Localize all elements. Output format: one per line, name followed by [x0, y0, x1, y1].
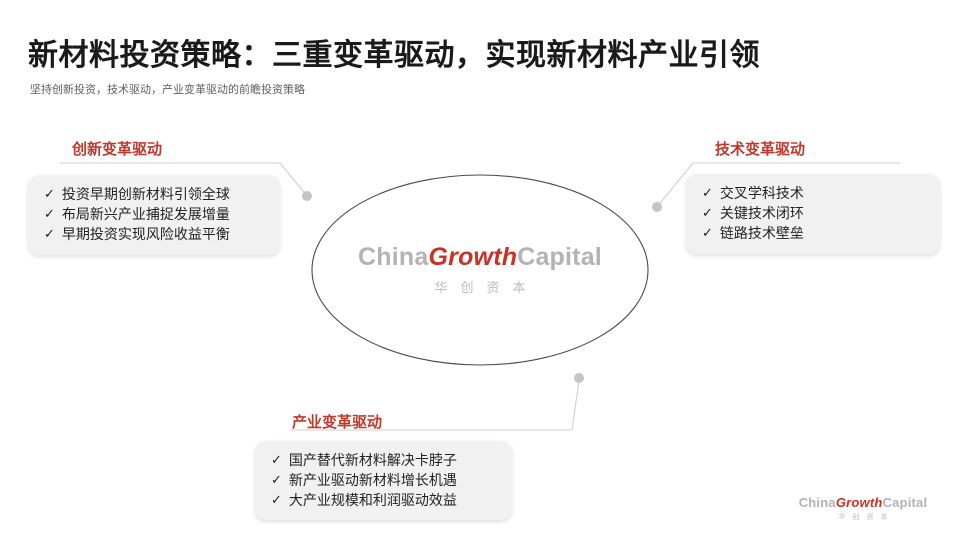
card-technology[interactable]: ✓ 交叉学科技术 ✓ 关键技术闭环 ✓ 链路技术壁垒: [686, 174, 940, 254]
list-item-label: 投资早期创新材料引领全球: [61, 186, 230, 202]
page-subtitle: 坚持创新投资，技术驱动，产业变革驱动的前瞻投资策略: [30, 84, 305, 96]
page-title: 新材料投资策略：三重变革驱动，实现新材料产业引领: [28, 39, 760, 72]
center-logo: ChinaGrowthCapital 华创资本: [340, 243, 620, 296]
list-item: ✓ 投资早期创新材料引领全球: [44, 184, 266, 204]
list-item: ✓ 链路技术壁垒: [702, 223, 926, 243]
list-item-label: 布局新兴产业捕捉发展增量: [61, 206, 230, 222]
list-item: ✓ 早期投资实现风险收益平衡: [44, 224, 266, 244]
center-logo-chinese: 华创资本: [434, 280, 539, 295]
list-item-label: 交叉学科技术: [719, 185, 804, 201]
check-icon: ✓: [271, 452, 282, 467]
branch-label-bottom: 产业变革驱动: [292, 414, 383, 431]
footer-logo: ChinaGrowthCapital 华创资本: [793, 495, 933, 522]
list-item-label: 国产替代新材料解决卡脖子: [288, 452, 457, 468]
list-item-label: 早期投资实现风险收益平衡: [61, 226, 230, 242]
check-icon: ✓: [271, 472, 282, 487]
check-icon: ✓: [44, 206, 55, 221]
list-item: ✓ 关键技术闭环: [702, 203, 926, 223]
check-icon: ✓: [702, 185, 713, 200]
check-icon: ✓: [44, 186, 55, 201]
center-logo-part3: Capital: [517, 243, 602, 271]
footer-logo-part2: Growth: [835, 495, 883, 510]
list-item-label: 链路技术壁垒: [719, 225, 804, 241]
check-icon: ✓: [702, 225, 713, 240]
check-icon: ✓: [702, 205, 713, 220]
list-item-label: 新产业驱动新材料增长机遇: [288, 472, 457, 488]
list-item: ✓ 国产替代新材料解决卡脖子: [271, 450, 498, 470]
footer-logo-part3: Capital: [882, 495, 928, 510]
check-icon: ✓: [271, 492, 282, 507]
list-item: ✓ 大产业规模和利润驱动效益: [271, 490, 498, 510]
card-industry[interactable]: ✓ 国产替代新材料解决卡脖子 ✓ 新产业驱动新材料增长机遇 ✓ 大产业规模和利润…: [255, 441, 512, 520]
list-item: ✓ 交叉学科技术: [702, 183, 926, 203]
footer-logo-part1: China: [798, 495, 836, 510]
list-item: ✓ 布局新兴产业捕捉发展增量: [44, 204, 266, 224]
list-item-label: 大产业规模和利润驱动效益: [288, 492, 457, 508]
footer-logo-wordmark: ChinaGrowthCapital: [793, 495, 933, 510]
center-logo-wordmark: ChinaGrowthCapital: [340, 243, 620, 272]
check-icon: ✓: [44, 226, 55, 241]
footer-logo-chinese: 华创资本: [838, 514, 895, 521]
branch-label-right: 技术变革驱动: [715, 141, 806, 158]
center-logo-part1: China: [358, 243, 429, 271]
list-item: ✓ 新产业驱动新材料增长机遇: [271, 470, 498, 490]
center-logo-part2: Growth: [428, 243, 518, 271]
branch-label-left: 创新变革驱动: [72, 141, 163, 158]
list-item-label: 关键技术闭环: [719, 205, 804, 221]
card-innovation[interactable]: ✓ 投资早期创新材料引领全球 ✓ 布局新兴产业捕捉发展增量 ✓ 早期投资实现风险…: [28, 175, 280, 255]
